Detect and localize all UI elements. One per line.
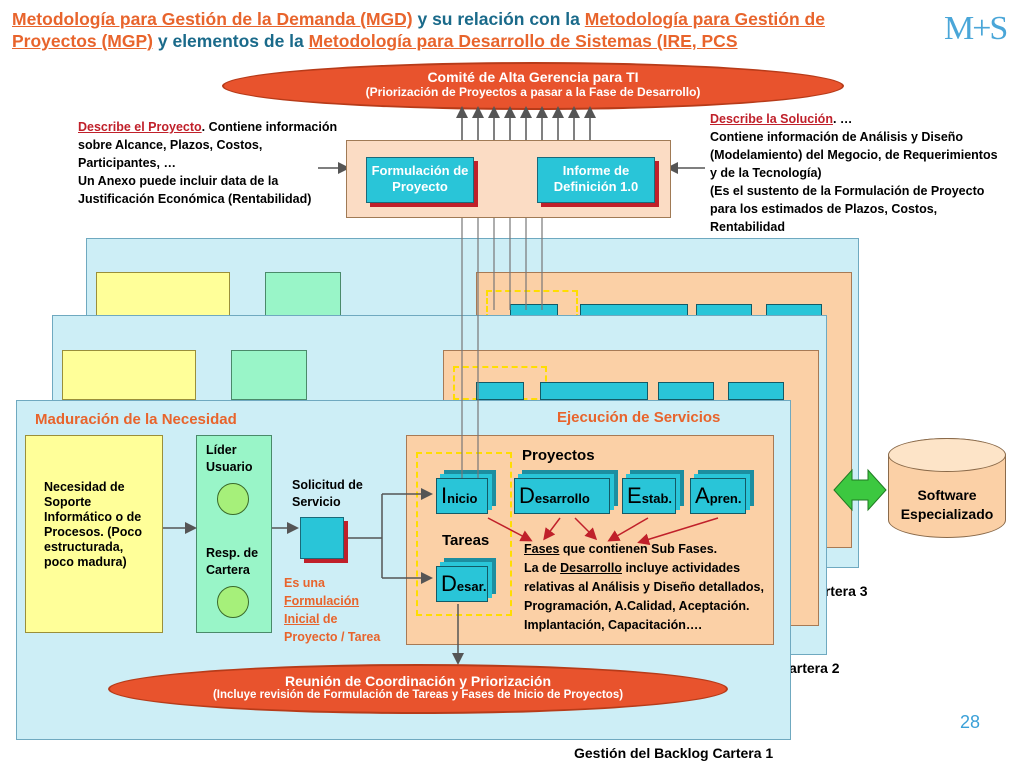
apren-initial: A: [695, 483, 710, 508]
title-link-mgd[interactable]: Metodología para Gestión de la Demanda (…: [12, 9, 413, 29]
lider-label: Líder Usuario: [206, 443, 253, 474]
informe-document[interactable]: Informe de Definición 1.0: [537, 157, 655, 203]
phase-inicio[interactable]: Inicio: [436, 478, 488, 514]
right-note-line4: y de la Tecnología): [710, 166, 822, 180]
right-note: Describe la Solución. … Contiene informa…: [710, 110, 1020, 236]
cartera-3-yellow: [96, 272, 230, 322]
cartera-2-green: [231, 350, 307, 400]
phase-desarrollo[interactable]: Desarrollo: [514, 478, 610, 514]
describe-project-link[interactable]: Describe el Proyecto: [78, 120, 202, 134]
cartera-2-label: artera 2: [789, 660, 840, 676]
page-title: Metodología para Gestión de la Demanda (…: [12, 8, 882, 52]
fases-l2c: incluye actividades: [621, 561, 741, 575]
software-label: Software Especializado: [900, 487, 994, 522]
cartera-3-green: [265, 272, 341, 322]
fases-l3: relativas al Análisis y Diseño detallado…: [524, 580, 764, 594]
desar-rest: esar.: [456, 579, 487, 594]
left-note-line5: Justificación Económica (Rentabilidad): [78, 192, 312, 206]
phase-desar-tarea[interactable]: Desar.: [436, 566, 488, 602]
cartera-2-stack-2: [540, 382, 648, 400]
lider-user-icon[interactable]: [217, 483, 249, 515]
cartera-2-stack-1: [476, 382, 524, 400]
fases-l2a: La de: [524, 561, 561, 575]
inicio-initial: I: [441, 483, 448, 508]
left-note-line4: Un Anexo puede incluir data de la: [78, 174, 279, 188]
fases-l1: que contienen Sub Fases.: [559, 542, 718, 556]
page-number: 28: [960, 712, 981, 732]
right-note-line6: para los estimados de Plazos, Costos,: [710, 202, 938, 216]
left-note-line3: Participantes, …: [78, 156, 176, 170]
right-note-line1: . …: [832, 112, 853, 126]
estab-rest: stab.: [641, 491, 673, 506]
cartera-3-label: artera 3: [817, 583, 868, 599]
inicio-dash: [416, 452, 512, 616]
left-note: Describe el Proyecto. Contiene informaci…: [78, 118, 348, 208]
right-note-line3: (Modelamiento) del Megocio, de Requerimi…: [710, 148, 998, 162]
fi-line1: Es una: [284, 576, 325, 590]
title-link-mds[interactable]: Metodología para Desarrollo de Sistemas …: [308, 31, 738, 51]
desarrollo-rest: esarrollo: [534, 491, 590, 506]
inicio-rest: nicio: [447, 491, 478, 506]
phase-apren[interactable]: Apren.: [690, 478, 746, 514]
formulacion-document[interactable]: Formulación de Proyecto: [366, 157, 474, 203]
apren-rest: pren.: [709, 491, 742, 506]
cartera-2-yellow: [62, 350, 196, 400]
fi-line3a: Inicial: [284, 612, 320, 626]
estab-initial: E: [627, 483, 642, 508]
necesidad-box: Necesidad de Soporte Informático o de Pr…: [25, 435, 163, 633]
reunion-title: Reunión de Coordinación y Priorización: [284, 673, 552, 689]
describe-solution-link[interactable]: Describe la Solución: [710, 112, 833, 126]
cartera-2-stack-3: [658, 382, 714, 400]
desar-initial: D: [441, 571, 457, 596]
fases-link: Fases: [524, 542, 560, 556]
resp-user-icon[interactable]: [217, 586, 249, 618]
fi-line3b: de: [319, 612, 338, 626]
company-logo: M+S: [944, 10, 1008, 47]
left-note-line1: . Contiene información: [201, 120, 338, 134]
resp-label: Resp. de Cartera: [206, 546, 259, 577]
title-text: y su relación con la: [412, 9, 585, 29]
cartera-2-stack-4: [728, 382, 784, 400]
fases-l4: Programación, A.Calidad, Aceptación.: [524, 599, 750, 613]
phase-estab[interactable]: Estab.: [622, 478, 676, 514]
title-text-2: y elementos de la: [153, 31, 309, 51]
fi-line2: Formulación: [284, 594, 360, 608]
tareas-label: Tareas: [442, 532, 490, 549]
solicitud-label: Solicitud de Servicio: [292, 478, 363, 509]
comite-oval: Comité de Alta Gerencia para TI (Prioriz…: [222, 62, 844, 110]
formulacion-inicial-note: Es una Formulación Inicial de Proyecto /…: [284, 574, 404, 646]
comite-subtitle: (Priorización de Proyectos a pasar a la …: [365, 85, 701, 99]
title-link-mgp[interactable]: Metodología para Gestión de Proyectos (M…: [12, 9, 825, 51]
reunion-oval: Reunión de Coordinación y Priorización (…: [108, 664, 728, 714]
cylinder-top: [888, 438, 1006, 472]
comite-title: Comité de Alta Gerencia para TI: [427, 69, 639, 85]
right-note-line7: Rentabilidad: [710, 220, 786, 234]
fases-l2b: Desarrollo: [560, 561, 622, 575]
fi-line4: Proyecto / Tarea: [284, 630, 381, 644]
right-note-line2: Contiene información de Análisis y Diseñ…: [710, 130, 964, 144]
solicitud-document[interactable]: [300, 517, 344, 559]
maduracion-heading: Maduración de la Necesidad: [35, 411, 237, 428]
ejecucion-heading: Ejecución de Servicios: [557, 409, 721, 426]
fases-l5: Implantación, Capacitación….: [524, 618, 702, 632]
reunion-subtitle: (Incluye revisión de Formulación de Tare…: [212, 689, 624, 701]
proyectos-label: Proyectos: [522, 447, 595, 464]
right-note-line5: (Es el sustento de la Formulación de Pro…: [710, 184, 985, 198]
desarrollo-initial: D: [519, 483, 535, 508]
left-note-line2: sobre Alcance, Plazos, Costos,: [78, 138, 263, 152]
fases-note: Fases que contienen Sub Fases. La de Des…: [524, 540, 784, 635]
cartera-1-label: Gestión del Backlog Cartera 1: [574, 745, 774, 761]
